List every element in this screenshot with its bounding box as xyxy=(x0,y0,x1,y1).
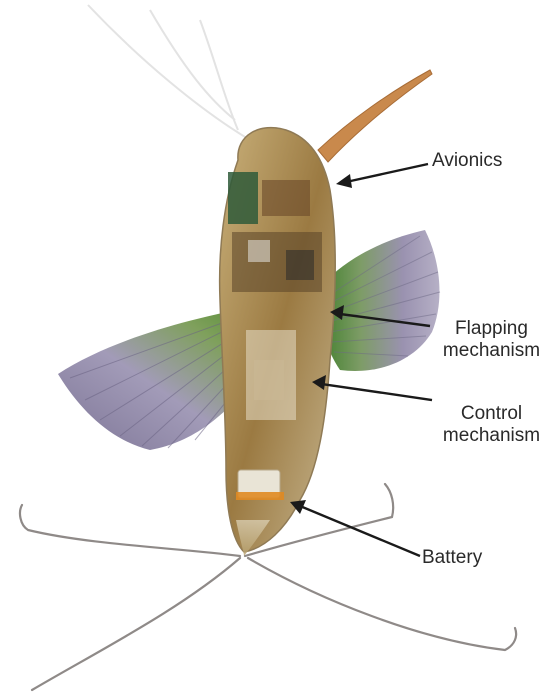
avionics-arrow xyxy=(336,164,428,188)
robot-body xyxy=(220,128,336,556)
beak xyxy=(318,70,432,162)
flapping-label-line-2: mechanism xyxy=(428,340,555,362)
battery-arrow xyxy=(290,500,420,556)
control-label-line-2: mechanism xyxy=(428,425,555,447)
battery-label: Battery xyxy=(422,547,482,569)
avionics-label: Avionics xyxy=(432,150,502,172)
control-arrow xyxy=(312,375,432,400)
avionics-board xyxy=(228,172,258,224)
control-mechanism-label: Control mechanism xyxy=(428,403,555,447)
upper-support-wires xyxy=(88,5,250,140)
right-wing xyxy=(318,230,440,371)
flapping-mechanism-label: Flapping mechanism xyxy=(428,318,555,362)
flapping-label-line-1: Flapping xyxy=(428,318,555,340)
control-label-line-1: Control xyxy=(428,403,555,425)
